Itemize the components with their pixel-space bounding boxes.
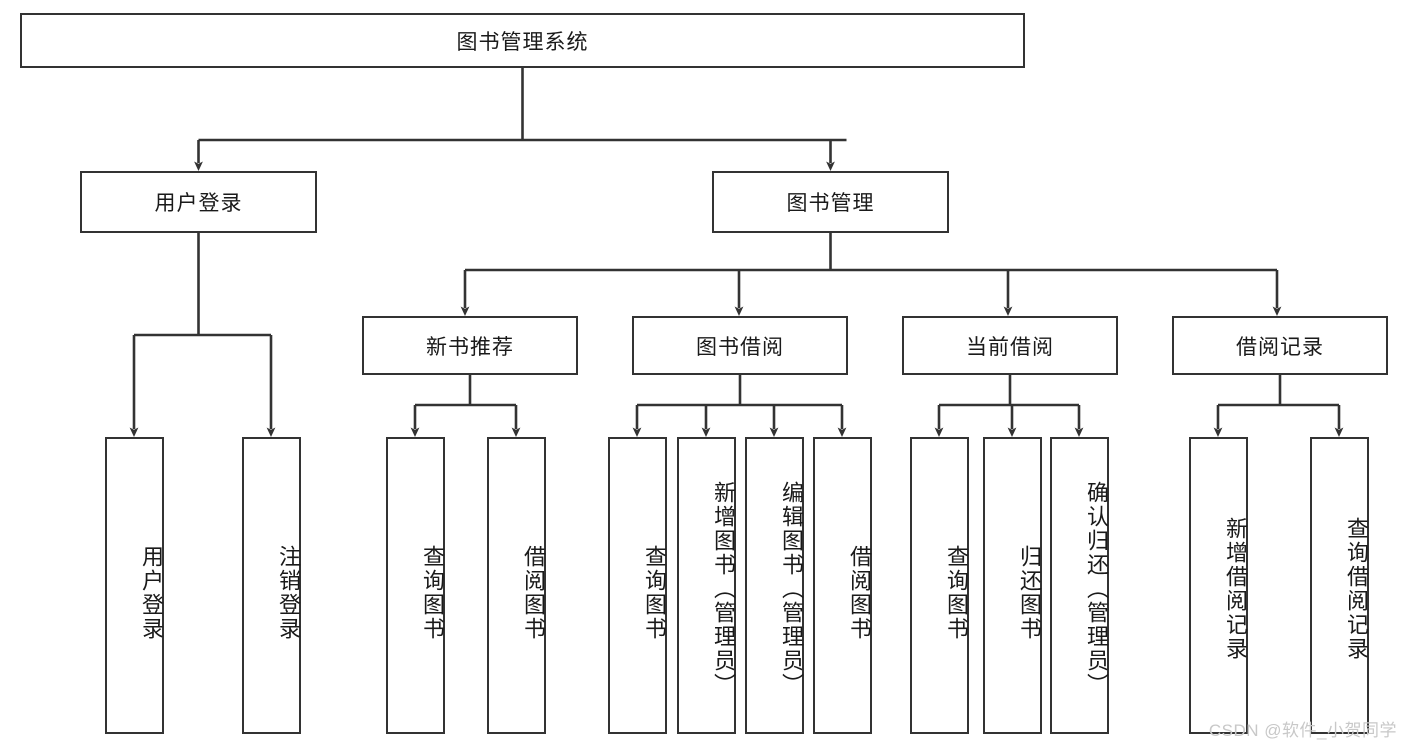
node-user-login-label: 用户登录 xyxy=(154,192,243,215)
leaf-return-book[interactable]: 归还图书 xyxy=(983,437,1042,734)
node-book-borrowing-label: 图书借阅 xyxy=(696,335,784,359)
node-new-book-recommendation-label: 新书推荐 xyxy=(426,335,514,359)
leaf-return-book-label: 归还图书 xyxy=(1017,544,1042,641)
leaf-borrow-book-newbook-label: 借阅图书 xyxy=(521,544,546,641)
leaf-query-book-borrowing-label: 查询图书 xyxy=(642,544,667,641)
leaf-edit-book-admin[interactable]: 编辑图书（管理员） xyxy=(745,437,804,734)
leaf-logout[interactable]: 注销登录 xyxy=(242,437,301,734)
leaf-confirm-return-admin[interactable]: 确认归还（管理员） xyxy=(1050,437,1109,734)
leaf-add-borrow-record[interactable]: 新增借阅记录 xyxy=(1189,437,1248,734)
leaf-edit-book-admin-label: 编辑图书（管理员） xyxy=(779,480,804,697)
node-book-management-label: 图书管理 xyxy=(786,192,875,215)
node-current-borrowing-label: 当前借阅 xyxy=(966,335,1054,359)
leaf-query-book-newbook-label: 查询图书 xyxy=(420,544,445,641)
leaf-borrow-book-borrowing-label: 借阅图书 xyxy=(847,544,872,641)
leaf-user-login-label: 用户登录 xyxy=(139,544,164,641)
leaf-query-book-current-label: 查询图书 xyxy=(944,544,969,641)
watermark: CSDN @软件_小贺同学 xyxy=(1208,721,1397,740)
node-new-book-recommendation[interactable]: 新书推荐 xyxy=(362,316,578,375)
leaf-query-book-borrowing[interactable]: 查询图书 xyxy=(608,437,667,734)
node-current-borrowing[interactable]: 当前借阅 xyxy=(902,316,1118,375)
leaf-borrow-book-borrowing[interactable]: 借阅图书 xyxy=(813,437,872,734)
node-user-login[interactable]: 用户登录 xyxy=(80,171,317,233)
leaf-add-book-admin[interactable]: 新增图书（管理员） xyxy=(677,437,736,734)
leaf-confirm-return-admin-label: 确认归还（管理员） xyxy=(1084,480,1109,697)
node-book-borrowing[interactable]: 图书借阅 xyxy=(632,316,848,375)
leaf-logout-label: 注销登录 xyxy=(276,544,301,641)
leaf-user-login[interactable]: 用户登录 xyxy=(105,437,164,734)
node-root-label: 图书管理系统 xyxy=(456,30,589,54)
leaf-add-book-admin-label: 新增图书（管理员） xyxy=(711,480,736,697)
leaf-query-borrow-record[interactable]: 查询借阅记录 xyxy=(1310,437,1369,734)
node-borrowing-record[interactable]: 借阅记录 xyxy=(1172,316,1388,375)
node-book-management[interactable]: 图书管理 xyxy=(712,171,949,233)
leaf-query-book-current[interactable]: 查询图书 xyxy=(910,437,969,734)
leaf-borrow-book-newbook[interactable]: 借阅图书 xyxy=(487,437,546,734)
leaf-query-borrow-record-label: 查询借阅记录 xyxy=(1344,516,1369,661)
node-borrowing-record-label: 借阅记录 xyxy=(1236,335,1324,359)
node-root[interactable]: 图书管理系统 xyxy=(20,13,1025,68)
leaf-add-borrow-record-label: 新增借阅记录 xyxy=(1223,516,1248,661)
leaf-query-book-newbook[interactable]: 查询图书 xyxy=(386,437,445,734)
